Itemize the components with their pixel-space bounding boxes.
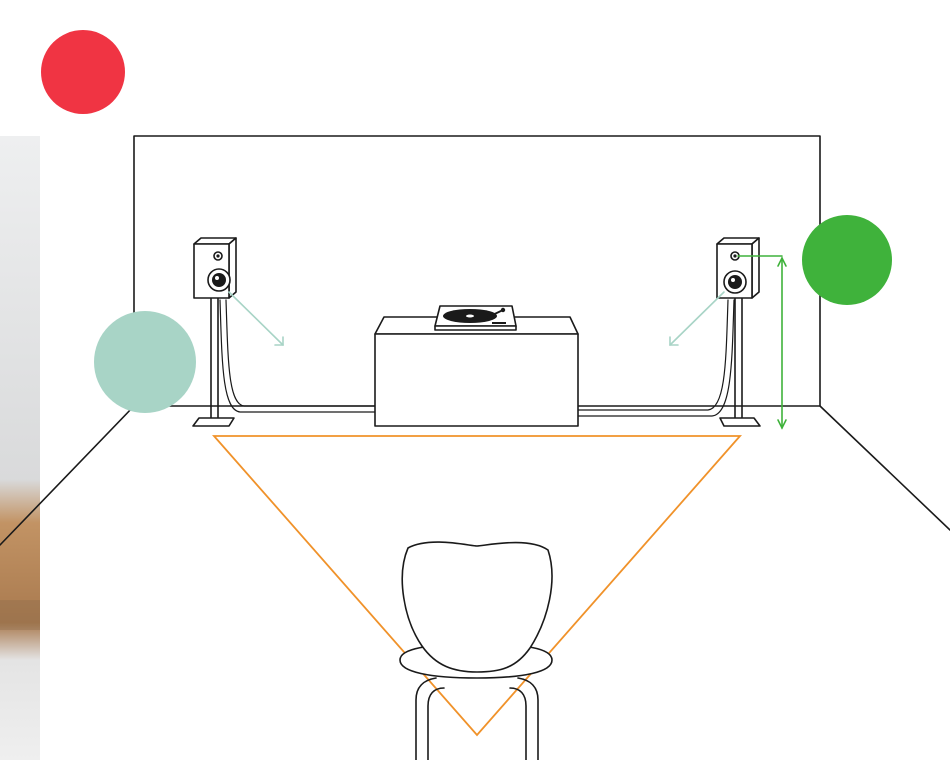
left-speaker <box>194 238 236 298</box>
right-toe-in-arrow <box>670 292 724 345</box>
cabinet-front <box>375 334 578 426</box>
photo-strip-image <box>0 136 40 760</box>
left-cable-inner <box>226 300 376 406</box>
mint-marker <box>94 311 196 413</box>
turntable-slider <box>492 322 506 324</box>
left-cable <box>220 300 376 412</box>
tonearm-pivot <box>501 308 505 312</box>
floor-right-edge <box>820 406 950 530</box>
left-stand-base <box>193 418 234 426</box>
cabinet <box>375 317 578 426</box>
chair-legs <box>416 678 538 760</box>
right-cable-inner <box>578 300 728 410</box>
green-marker <box>802 215 892 305</box>
right-stand-base <box>720 418 760 426</box>
photo-strip <box>0 136 40 760</box>
left-toe-in-arrow <box>229 292 283 345</box>
turntable-label <box>466 315 474 318</box>
photo-strip-shadow <box>0 600 40 630</box>
turntable-plinth-front <box>435 326 516 330</box>
listening-chair <box>400 542 552 760</box>
right-speaker <box>717 238 759 298</box>
red-marker <box>41 30 125 114</box>
turntable <box>435 306 516 330</box>
right-cable <box>578 300 734 416</box>
